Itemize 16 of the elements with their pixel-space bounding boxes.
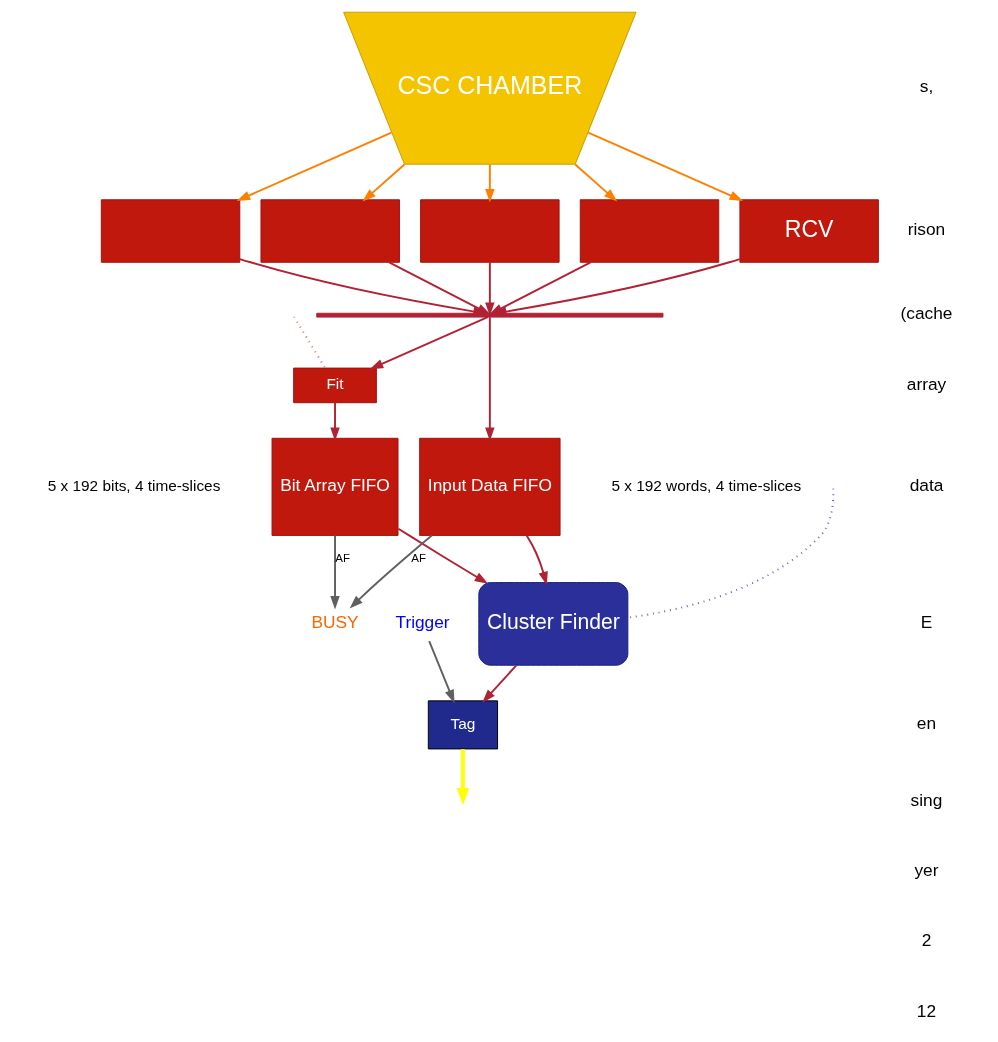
label: en — [916, 713, 937, 734]
label: 12 — [916, 1000, 937, 1021]
node-text: BUSY — [311, 612, 359, 633]
node-label: 5 x 192 bits, 4 time-slices — [47, 476, 221, 494]
node-text: Trigger — [395, 612, 450, 633]
label: E — [920, 612, 933, 633]
label: yer — [914, 860, 939, 881]
node-label: 5 x 192 words, 4 time-slices — [611, 476, 802, 494]
label: (cache — [900, 303, 953, 324]
label: rison — [907, 219, 946, 240]
label: sing — [910, 790, 943, 811]
edge-label: AF — [411, 551, 427, 564]
label: array — [906, 373, 947, 394]
label: data — [909, 475, 944, 496]
label: 2 — [921, 930, 932, 951]
label: s, — [919, 76, 934, 97]
